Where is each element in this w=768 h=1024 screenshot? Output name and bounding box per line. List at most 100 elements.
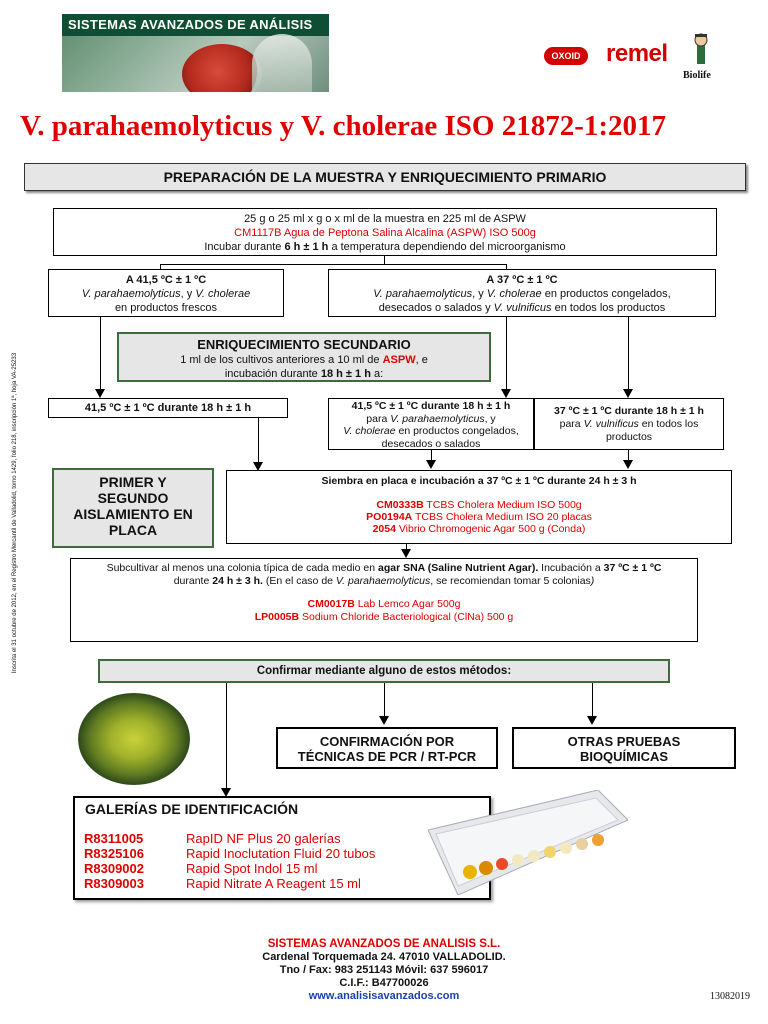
arrow-down-icon <box>587 716 597 725</box>
cif: C.I.F.: B47700026 <box>339 977 429 989</box>
arrow-down-icon <box>221 788 231 797</box>
isolation-label-box: PRIMER Y SEGUNDO AISLAMIENTO EN PLACA <box>52 468 214 548</box>
media-name: TCBS Cholera Medium ISO 500g <box>426 499 582 511</box>
connector <box>592 683 593 717</box>
text: a: <box>373 368 384 380</box>
species: V. cholerae <box>486 288 542 300</box>
connector <box>226 683 227 789</box>
text: , e <box>415 354 428 366</box>
media-name: Vibrio Chromogenic Agar 500 g (Conda) <box>398 523 586 535</box>
other-tests-box: OTRAS PRUEBAS BIOQUÍMICAS <box>512 727 736 769</box>
text: desecados o salados y <box>378 302 491 314</box>
product-code: R8311005 <box>84 831 144 846</box>
incubation-time: 18 h ± 1 h <box>462 400 511 412</box>
website-link[interactable]: www.analisisavanzados.com <box>308 990 460 1002</box>
text: , y <box>484 412 496 425</box>
culture-plate-image <box>78 693 190 785</box>
connector <box>160 264 161 269</box>
arrow-down-icon <box>426 460 436 469</box>
species: V. parahaemolyticus <box>81 288 181 300</box>
species: V. cholerae <box>343 425 396 437</box>
incubation-time: 24 h ± 3 h. <box>212 574 263 587</box>
incubation-time: 24 h ± 3 h <box>588 475 637 487</box>
section-header: PREPARACIÓN DE LA MUESTRA Y ENRIQUECIMIE… <box>24 163 746 191</box>
header-banner: SISTEMAS AVANZADOS DE ANÁLISIS <box>62 14 329 92</box>
incubation-time: 18 h ± 1 h <box>201 402 252 414</box>
connector <box>628 450 629 462</box>
species: V. vulnificus <box>583 418 639 430</box>
text: incubación durante <box>224 368 318 380</box>
subculture-box: Subcultivar al menos una colonia típica … <box>70 558 698 642</box>
remel-logo: remel <box>606 40 668 67</box>
pcr-label: CONFIRMACIÓN POR TÉCNICAS DE PCR / RT-PC… <box>297 734 477 764</box>
text: en productos congelados, <box>544 288 671 300</box>
text: (En el caso de <box>265 574 333 587</box>
medium: ASPW <box>382 354 416 366</box>
text: 41,5 ºC ± 1 ºC durante <box>351 400 460 412</box>
primary-41-box: A 41,5 ºC ± 1 ºC V. parahaemolyticus, y … <box>48 269 284 317</box>
arrow-down-icon <box>623 389 633 398</box>
sample-line: 25 g o 25 ml x g o x ml de la muestra en… <box>244 213 526 225</box>
product-name: Rapid Nitrate A Reagent 15 ml <box>186 876 361 891</box>
biolife-label: Biolife <box>683 70 711 81</box>
connector <box>628 317 629 389</box>
media-name: TCBS Cholera Medium ISO 20 placas <box>415 511 592 523</box>
species: V. vulnificus <box>493 302 552 314</box>
banner-title: SISTEMAS AVANZADOS DE ANÁLISIS <box>62 14 329 36</box>
text: 37 ºC ± 1 ºC durante <box>554 405 654 417</box>
arrow-down-icon <box>253 462 263 471</box>
arrow-down-icon <box>379 716 389 725</box>
petri-dish-image <box>182 44 262 92</box>
text: Siembra en placa e incubación a 37 ºC ± … <box>321 475 586 487</box>
text: para <box>559 418 581 430</box>
product-code: R8325106 <box>84 846 144 861</box>
media-code: 2054 <box>372 523 396 535</box>
text: productos <box>605 431 653 443</box>
gloved-hand-image <box>252 34 312 92</box>
product-name: RapID NF Plus 20 galerías <box>186 831 341 846</box>
company-name: SISTEMAS AVANZADOS DE ANALISIS S.L. <box>267 938 501 950</box>
incubation-37-box: 37 ºC ± 1 ºC durante 18 h ± 1 h para V. … <box>534 398 724 450</box>
connector <box>384 683 385 717</box>
address: Cardenal Torquemada 24. 47010 VALLADOLID… <box>262 951 506 963</box>
pcr-box: CONFIRMACIÓN POR TÉCNICAS DE PCR / RT-PC… <box>276 727 498 769</box>
text: Incubación a <box>541 562 601 574</box>
text: desecados o salados <box>381 437 481 450</box>
incubation-41-secondary-box: 41,5 ºC ± 1 ºC durante 18 h ± 1 h para V… <box>328 398 534 450</box>
registry-text: Inscrita el 31 octubre de 2012, en el Re… <box>12 352 18 674</box>
incubation-time: 6 h ± 1 h <box>284 241 329 253</box>
text: en productos frescos <box>114 302 218 314</box>
test-strip-image <box>428 790 628 895</box>
species: V. parahaemolyticus <box>335 574 431 587</box>
connector <box>506 317 507 389</box>
isolation-label: PRIMER Y SEGUNDO AISLAMIENTO EN PLACA <box>73 474 193 538</box>
text: en productos congelados, <box>398 425 519 437</box>
species: V. cholerae <box>195 288 251 300</box>
list-item: R8311005 RapID NF Plus 20 galerías <box>84 831 341 846</box>
text: 1 ml de los cultivos anteriores a 10 ml … <box>180 354 380 366</box>
sample-box: 25 g o 25 ml x g o x ml de la muestra en… <box>53 208 717 256</box>
arrow-down-icon <box>95 389 105 398</box>
product-name: Rapid Spot Indol 15 ml <box>186 861 318 876</box>
text: en todos los productos <box>554 302 666 314</box>
secondary-enrichment-box: ENRIQUECIMIENTO SECUNDARIO 1 ml de los c… <box>117 332 491 382</box>
text: en todos los <box>641 418 699 430</box>
text: , y <box>472 288 484 300</box>
phone: Tno / Fax: 983 251143 Móvil: 637 596017 <box>279 964 489 976</box>
temperature: A 41,5 ºC ± 1 ºC <box>125 274 207 286</box>
primary-37-box: A 37 ºC ± 1 ºC V. parahaemolyticus, y V.… <box>328 269 716 317</box>
other-tests-label: OTRAS PRUEBAS BIOQUÍMICAS <box>567 734 681 764</box>
oxoid-logo: OXOID <box>544 47 588 65</box>
product-name: Rapid Inoclutation Fluid 20 tubos <box>186 846 376 861</box>
isolation-box: Siembra en placa e incubación a 37 ºC ± … <box>226 470 732 544</box>
connector <box>384 256 385 264</box>
media-name: Lab Lemco Agar 500g <box>357 598 461 610</box>
media-name: Sodium Chloride Bacteriological (ClNa) 5… <box>302 610 514 623</box>
product-code: CM1117B <box>234 227 282 239</box>
text: durante <box>173 574 210 587</box>
media-code: CM0333B <box>376 499 424 511</box>
incubation-41-box: 41,5 ºC ± 1 ºC durante 18 h ± 1 h <box>48 398 288 418</box>
text: ) <box>590 574 595 587</box>
